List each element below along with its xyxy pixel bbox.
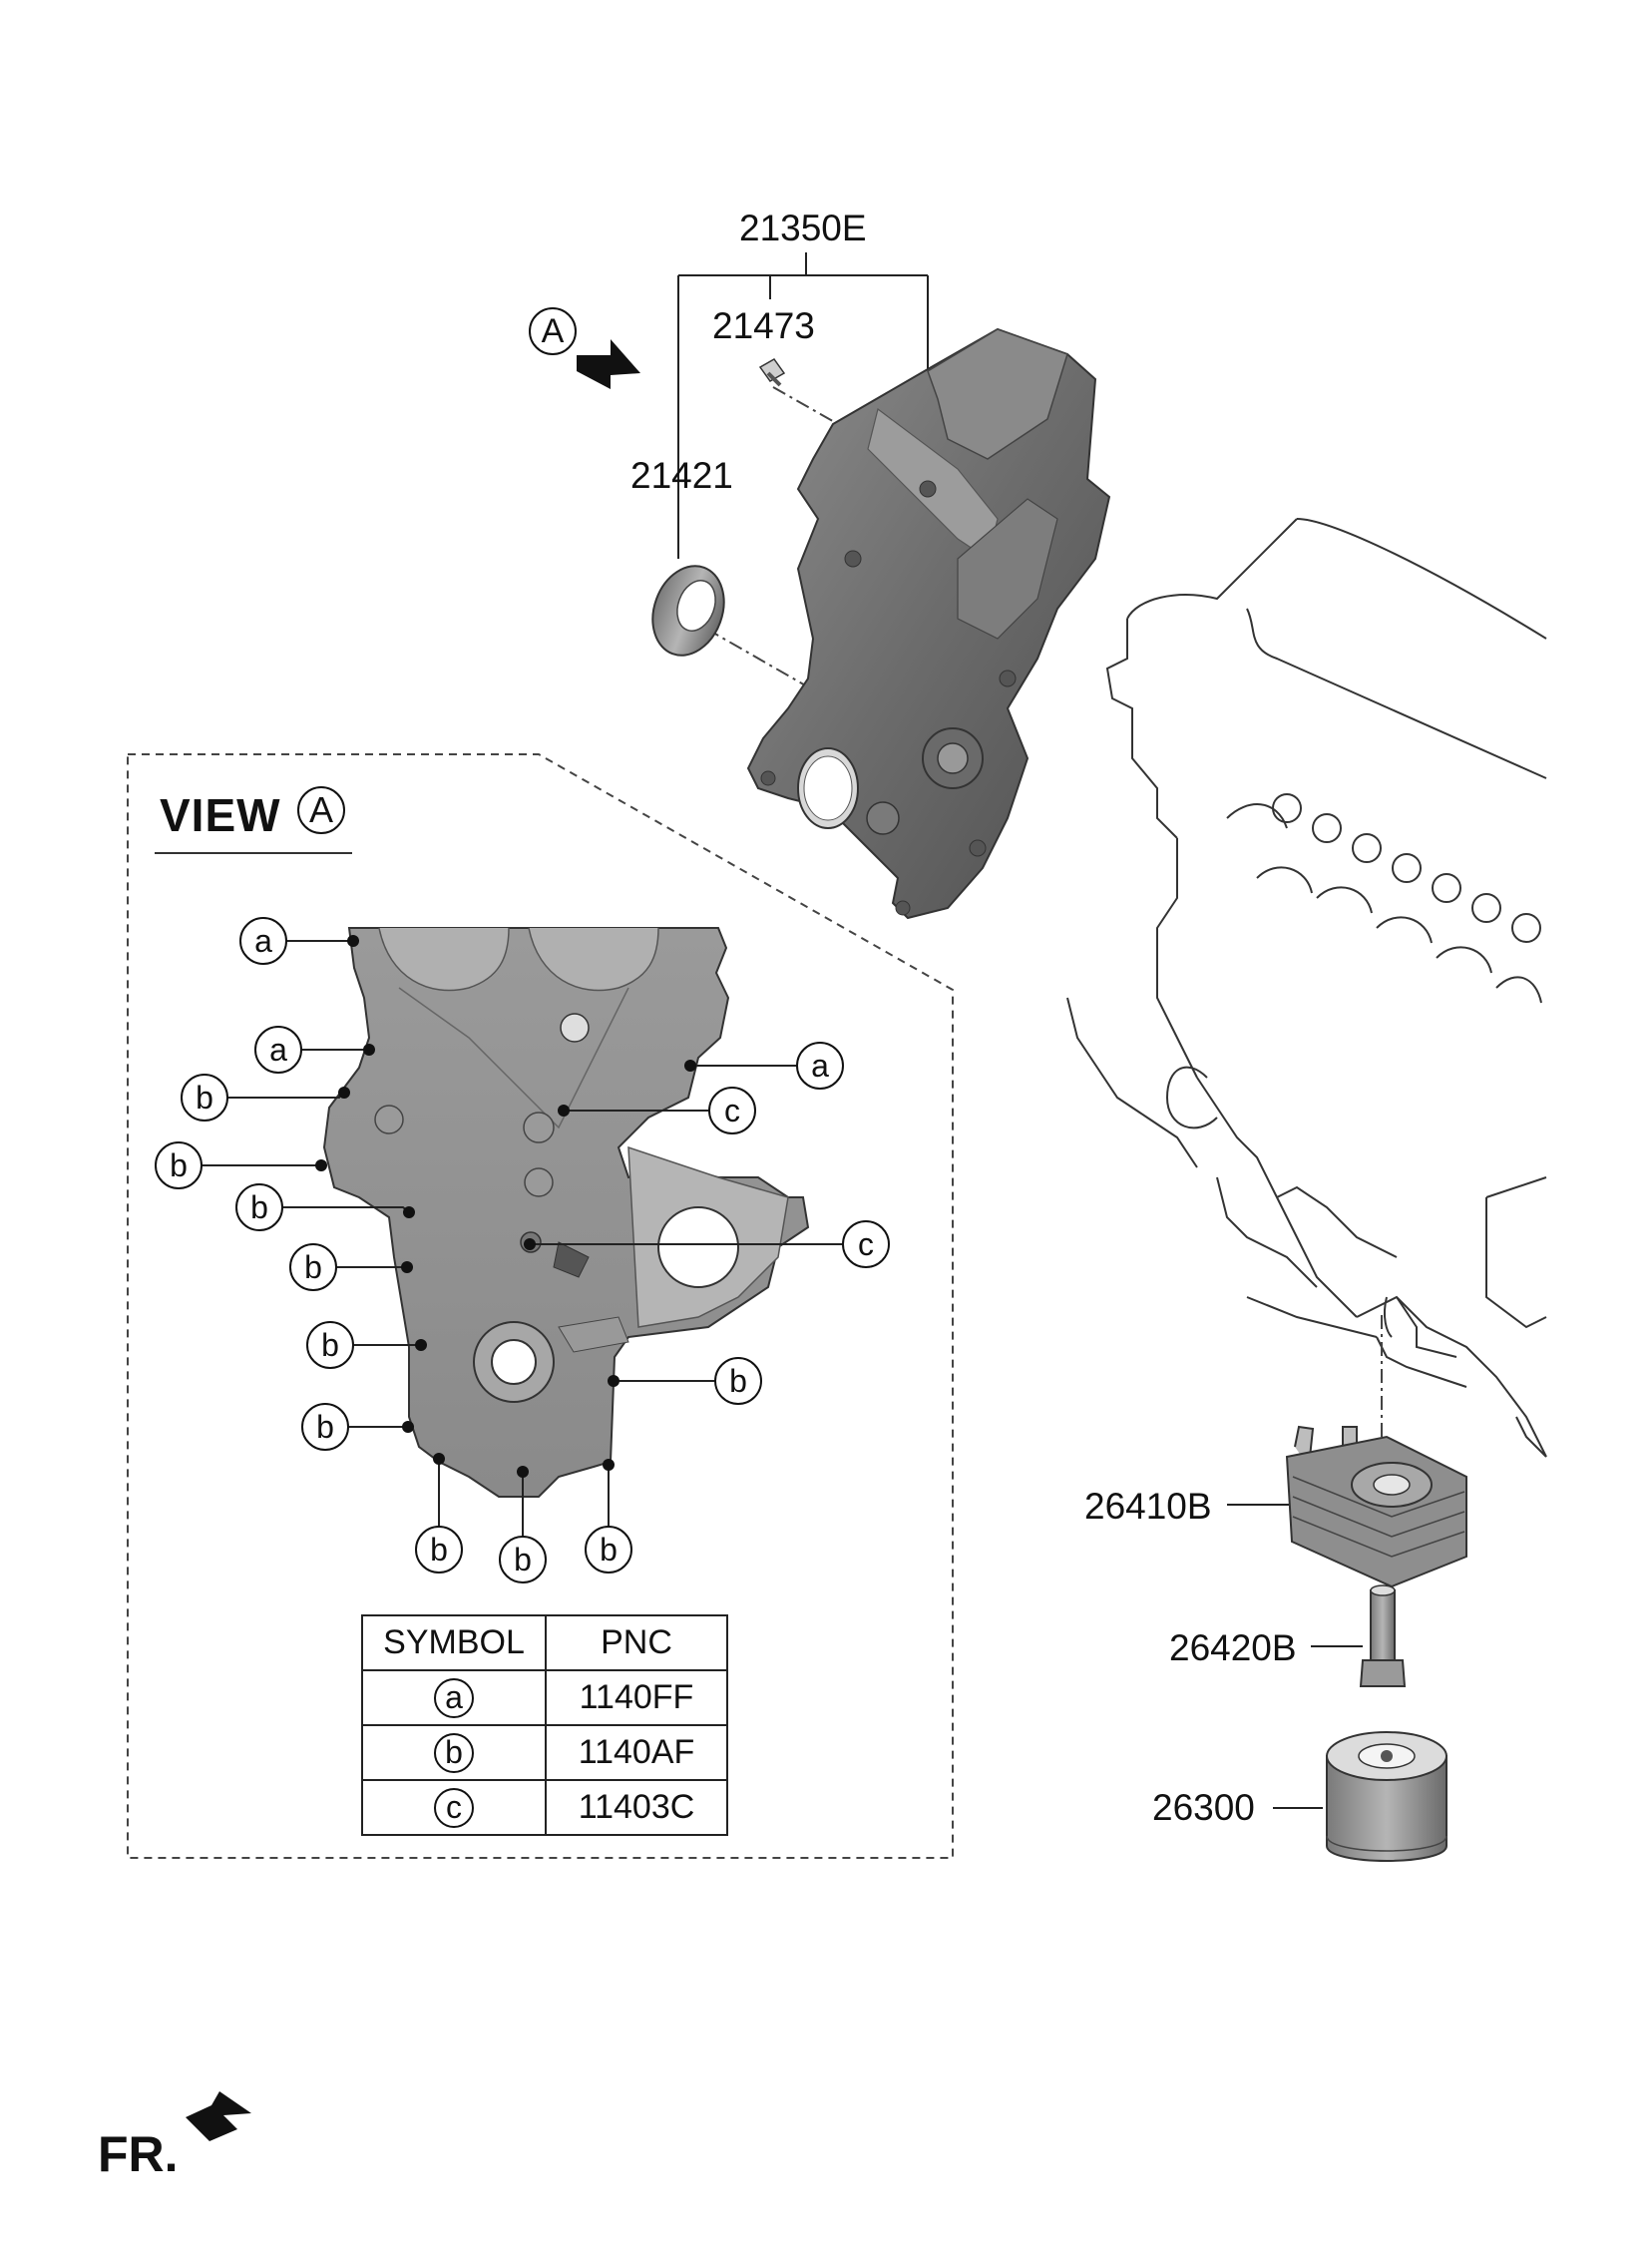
marker-dots [315,935,696,1478]
marker-letter: b [514,1542,532,1578]
callout-26410B: 26410B [1084,1486,1212,1527]
marker-a-2 [254,1026,302,1074]
marker-b-5 [306,1321,354,1369]
pnc-table-row: c 11403C [361,1779,728,1836]
marker-letter: b [321,1327,339,1363]
marker-c-2 [842,1220,890,1268]
view-ref-circle: A [297,786,345,834]
marker-b-4 [289,1243,337,1291]
marker-b-9 [499,1536,547,1583]
callout-21473: 21473 [712,305,815,346]
pnc-table-header: SYMBOL PNC [361,1614,728,1671]
timing-cover [746,327,1111,920]
callout-26420B: 26420B [1169,1627,1297,1668]
marker-letter: b [304,1249,322,1285]
pnc-table: SYMBOL PNC a 1140FF b 1140AF c 11403C [361,1614,728,1836]
marker-b-10 [585,1526,632,1574]
marker-letter: b [196,1080,213,1116]
marker-circles [155,917,890,1583]
pnc-symbol: a [434,1677,474,1718]
view-title: VIEW [160,789,281,841]
marker-letter: b [600,1532,618,1568]
pnc-symbol: c [434,1787,474,1828]
oil-cooler-26410B [1285,1425,1467,1588]
marker-letter: b [430,1532,448,1568]
pnc-header-symbol: SYMBOL [361,1614,547,1671]
callout-21421: 21421 [630,455,733,496]
seal-21421 [651,565,725,657]
marker-letter: a [269,1032,287,1068]
front-indicator-label: FR. [98,2126,179,2182]
cooler-bolt-26420B [1359,1584,1407,1687]
oil-filter-26300 [1326,1731,1447,1862]
marker-letters: a a a b b b b b b b b b b c c [170,923,874,1578]
callout-21350E: 21350E [739,208,867,248]
pnc-symbol: b [434,1732,474,1773]
view-title-underline [155,852,352,854]
pnc-table-row: b 1140AF [361,1724,728,1781]
view-a-cover [322,927,810,1498]
pnc-header-pnc: PNC [545,1614,728,1671]
pnc-value: 11403C [545,1779,728,1836]
marker-b-7 [714,1357,762,1405]
pnc-value: 1140FF [545,1669,728,1726]
marker-letter: c [858,1226,874,1262]
view-a-arrow [577,339,640,389]
marker-letter: a [811,1048,829,1084]
marker-letter: a [254,923,272,959]
callout-26300: 26300 [1152,1787,1255,1828]
bolt-21473 [758,358,786,387]
marker-letter: b [250,1189,268,1225]
marker-b-1 [181,1074,228,1122]
marker-a-1 [239,917,287,965]
view-a-boundary [127,753,954,1859]
marker-letter: b [729,1363,747,1399]
marker-b-3 [235,1183,283,1231]
marker-letter: c [724,1093,740,1128]
marker-b-8 [415,1526,463,1574]
marker-a-3 [796,1042,844,1090]
front-arrow [186,2091,251,2141]
pnc-value: 1140AF [545,1724,728,1781]
engine-block-outline [1066,518,1547,1458]
view-a-arrow-label: A [529,307,577,355]
marker-b-6 [301,1403,349,1451]
marker-c-1 [708,1087,756,1134]
marker-b-2 [155,1141,203,1189]
marker-letter: b [316,1409,334,1445]
marker-letter: b [170,1147,188,1183]
pnc-table-row: a 1140FF [361,1669,728,1726]
